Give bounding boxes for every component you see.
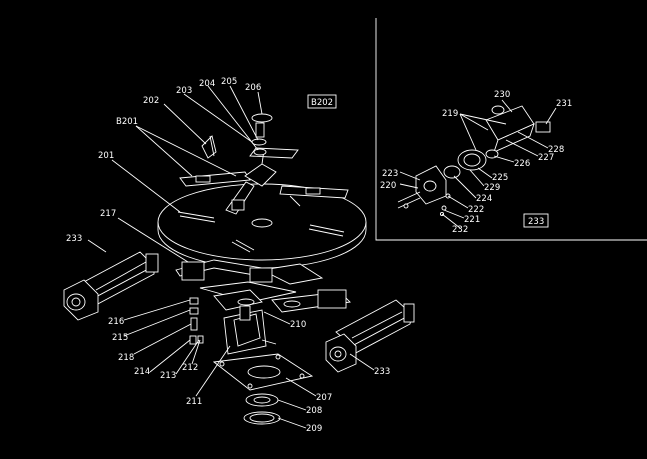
label-214: 214: [134, 367, 150, 377]
label-215: 215: [112, 333, 128, 343]
label-202: 202: [143, 96, 159, 106]
cylinder-233-right: [325, 299, 415, 373]
clamp-arms: [179, 147, 349, 215]
label-229: 229: [484, 183, 500, 193]
label-225: 225: [492, 173, 508, 183]
label-b201: B201: [116, 117, 138, 127]
label-227: 227: [538, 153, 554, 163]
label-233-right: 233: [374, 367, 390, 377]
label-228: 228: [548, 145, 564, 155]
fasteners-212-216: [189, 297, 204, 345]
svg-text:233: 233: [528, 217, 544, 227]
turntable-base-frame: [175, 259, 351, 355]
detail-view-frame: [375, 18, 647, 241]
label-218: 218: [118, 353, 134, 363]
label-231: 231: [556, 99, 572, 109]
label-205: 205: [221, 77, 237, 87]
label-219: 219: [442, 109, 458, 119]
small-parts-top: [201, 113, 273, 159]
label-207: 207: [316, 393, 332, 403]
label-222: 222: [468, 205, 484, 215]
leader-lines: [87, 85, 557, 429]
label-226: 226: [514, 159, 530, 169]
boxed-label-b202: B202: [307, 94, 337, 109]
label-224: 224: [476, 194, 492, 204]
boxed-label-233-detail: 233: [523, 213, 549, 228]
label-220: 220: [380, 181, 396, 191]
detail-cylinder-exploded: [397, 105, 551, 217]
label-210: 210: [290, 320, 306, 330]
label-233-left: 233: [66, 234, 82, 244]
ring-209: [243, 411, 281, 425]
label-223: 223: [382, 169, 398, 179]
cylinder-233-left: [63, 251, 159, 321]
label-213: 213: [160, 371, 176, 381]
label-211: 211: [186, 397, 202, 407]
part-number-labels: 201 B201 202 203 204 205 206 217 233 216…: [66, 77, 572, 434]
label-212: 212: [182, 363, 198, 373]
label-230: 230: [494, 90, 510, 100]
label-206: 206: [245, 83, 261, 93]
label-204: 204: [199, 79, 215, 89]
label-201: 201: [98, 151, 114, 161]
label-232: 232: [452, 225, 468, 235]
label-209: 209: [306, 424, 322, 434]
label-216: 216: [108, 317, 124, 327]
label-208: 208: [306, 406, 322, 416]
mounting-plate-207: [212, 353, 314, 391]
svg-text:B202: B202: [311, 98, 333, 108]
label-221: 221: [464, 215, 480, 225]
label-203: 203: [176, 86, 192, 96]
washer-208: [245, 393, 279, 407]
label-217: 217: [100, 209, 116, 219]
